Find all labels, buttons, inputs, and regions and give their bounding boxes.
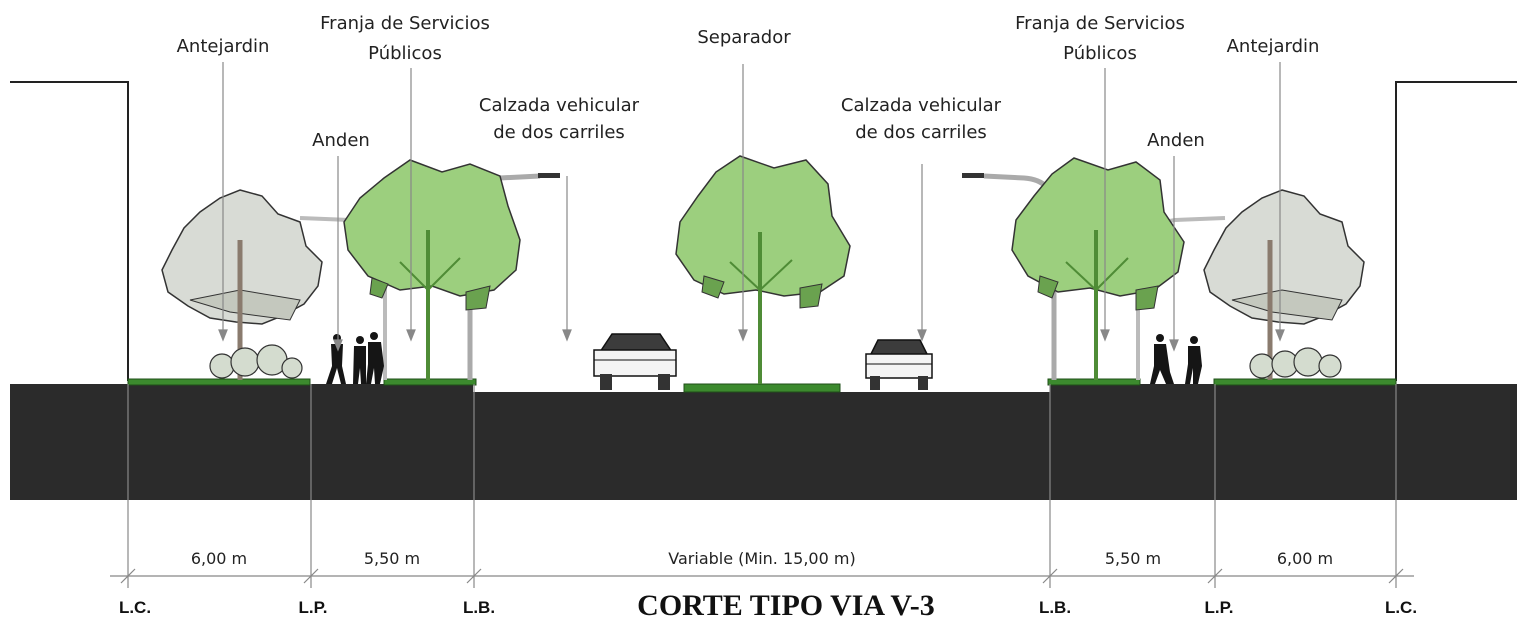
label-antejardin-left: Antejardin	[177, 36, 270, 57]
building-outline-right	[1395, 81, 1517, 381]
pedestrians-right	[1150, 334, 1202, 384]
leader-lines	[218, 62, 1285, 352]
tree-green-left	[343, 159, 521, 380]
marker-lb-right: L.B.	[1039, 598, 1071, 617]
label-separador: Separador	[697, 27, 791, 48]
marker-lc-left: L.C.	[119, 598, 151, 617]
grass-antejardin-right	[1213, 378, 1397, 386]
tree-green-right	[1011, 157, 1185, 380]
label-franja-left-line1: Franja de Servicios	[320, 13, 490, 34]
bushes-right	[1249, 347, 1342, 379]
building-outline-left	[10, 81, 129, 381]
dimension-franja-right: 5,50 m	[1105, 549, 1161, 568]
label-franja-right-line2: Públicos	[1063, 43, 1137, 64]
marker-lb-left: L.B.	[463, 598, 495, 617]
label-antejardin-right: Antejardin	[1227, 36, 1320, 57]
dimension-franja-left: 5,50 m	[364, 549, 420, 568]
dimension-antejardin-right: 6,00 m	[1277, 549, 1333, 568]
tree-green-center	[675, 155, 851, 384]
vehicle-right	[865, 339, 933, 390]
ground-section	[10, 384, 1517, 500]
vehicle-left	[593, 333, 677, 390]
label-anden-right: Anden	[1147, 130, 1205, 151]
marker-lc-right: L.C.	[1385, 598, 1417, 617]
tree-grey-left	[161, 189, 323, 380]
label-calzada-right-line2: de dos carriles	[855, 122, 987, 143]
dimension-antejardin-left: 6,00 m	[191, 549, 247, 568]
grass-separador	[683, 383, 841, 393]
dimension-center: Variable (Min. 15,00 m)	[668, 549, 855, 568]
grass-antejardin-left	[127, 378, 311, 386]
label-anden-left: Anden	[312, 130, 370, 151]
marker-lp-right: L.P.	[1205, 598, 1234, 617]
bushes-left	[209, 344, 303, 379]
dimension-lines	[110, 384, 1414, 588]
label-franja-right-line1: Franja de Servicios	[1015, 13, 1185, 34]
marker-lp-left: L.P.	[299, 598, 328, 617]
tree-grey-right	[1203, 189, 1365, 380]
diagram-title: CORTE TIPO VIA V-3	[637, 589, 935, 621]
label-calzada-left-line1: Calzada vehicular	[479, 95, 640, 116]
label-franja-left-line2: Públicos	[368, 43, 442, 64]
label-calzada-left-line2: de dos carriles	[493, 122, 625, 143]
label-calzada-right-line1: Calzada vehicular	[841, 95, 1002, 116]
pedestrians-left	[326, 332, 384, 384]
